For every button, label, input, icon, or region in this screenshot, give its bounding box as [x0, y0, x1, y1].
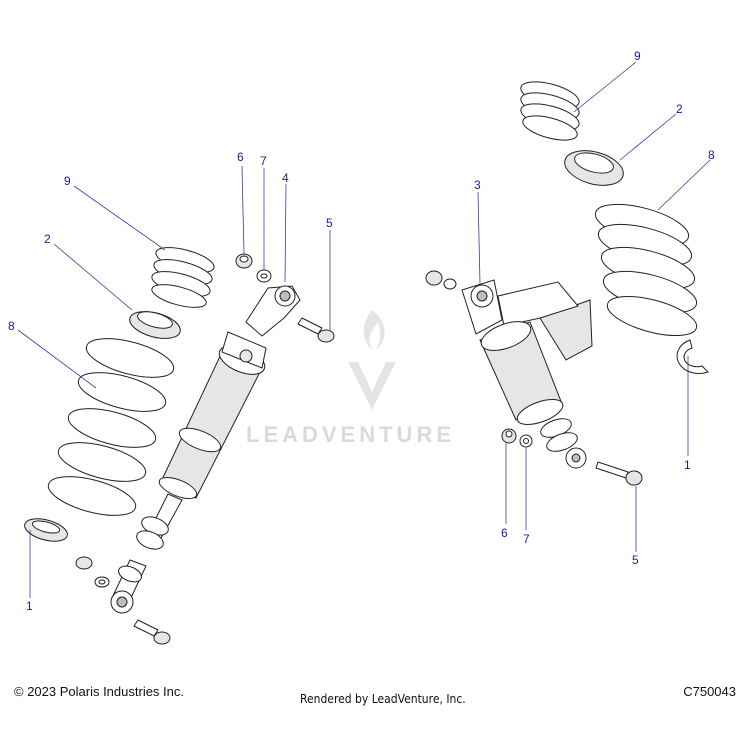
callouts: 9 2 8 1 6 7 4 5 9 2 8 1 3 6 7 5	[8, 49, 715, 613]
callout-6-right[interactable]: 6	[501, 526, 508, 540]
shock-3-right[interactable]	[461, 279, 593, 469]
callout-3-right[interactable]: 3	[474, 178, 481, 192]
shock-4-left[interactable]	[110, 285, 301, 614]
nut-upper-right[interactable]	[425, 270, 457, 290]
spring-8-left[interactable]	[44, 331, 177, 523]
collar-2-right[interactable]	[561, 145, 627, 191]
callout-8-right[interactable]: 8	[708, 148, 715, 162]
callout-9-right[interactable]: 9	[634, 49, 641, 63]
collar-2-left[interactable]	[127, 307, 183, 344]
leader-lines	[17, 61, 711, 598]
nut-6-right[interactable]	[501, 428, 517, 444]
callout-5-right[interactable]: 5	[632, 553, 639, 567]
callout-6-left[interactable]: 6	[237, 150, 244, 164]
callout-8-left[interactable]: 8	[8, 319, 15, 333]
callout-7-left[interactable]: 7	[260, 154, 267, 168]
bolt-5-left[interactable]	[297, 317, 335, 343]
watermark-text: LEADVENTURE	[246, 422, 455, 447]
rendered-by-text: Rendered by LeadVenture, Inc.	[300, 692, 466, 706]
copyright-text: © 2023 Polaris Industries Inc.	[14, 684, 184, 699]
washer-7-right[interactable]	[519, 434, 533, 448]
washer-7-left[interactable]	[256, 269, 272, 283]
spring-8-right[interactable]	[591, 196, 701, 343]
callout-2-left[interactable]: 2	[44, 232, 51, 246]
callout-7-right[interactable]: 7	[523, 532, 530, 546]
callout-2-right[interactable]: 2	[676, 102, 683, 116]
nut-lower-left[interactable]	[75, 556, 110, 588]
diagram-code: C750043	[683, 684, 736, 699]
callout-1-left[interactable]: 1	[26, 599, 33, 613]
nut-6-left[interactable]	[235, 253, 253, 269]
callout-4-left[interactable]: 4	[282, 171, 289, 185]
callout-9-left[interactable]: 9	[64, 174, 71, 188]
spring-9-right[interactable]	[518, 77, 582, 145]
clip-1-left[interactable]	[22, 515, 70, 546]
callout-5-left[interactable]: 5	[326, 216, 333, 230]
spring-9-left[interactable]	[149, 243, 216, 312]
bolt-lower-left[interactable]	[133, 619, 171, 645]
bolt-5-right[interactable]	[595, 461, 643, 486]
callout-1-right[interactable]: 1	[684, 458, 691, 472]
leadventure-watermark: LEADVENTURE	[246, 310, 455, 447]
clip-1-right[interactable]	[676, 339, 709, 374]
